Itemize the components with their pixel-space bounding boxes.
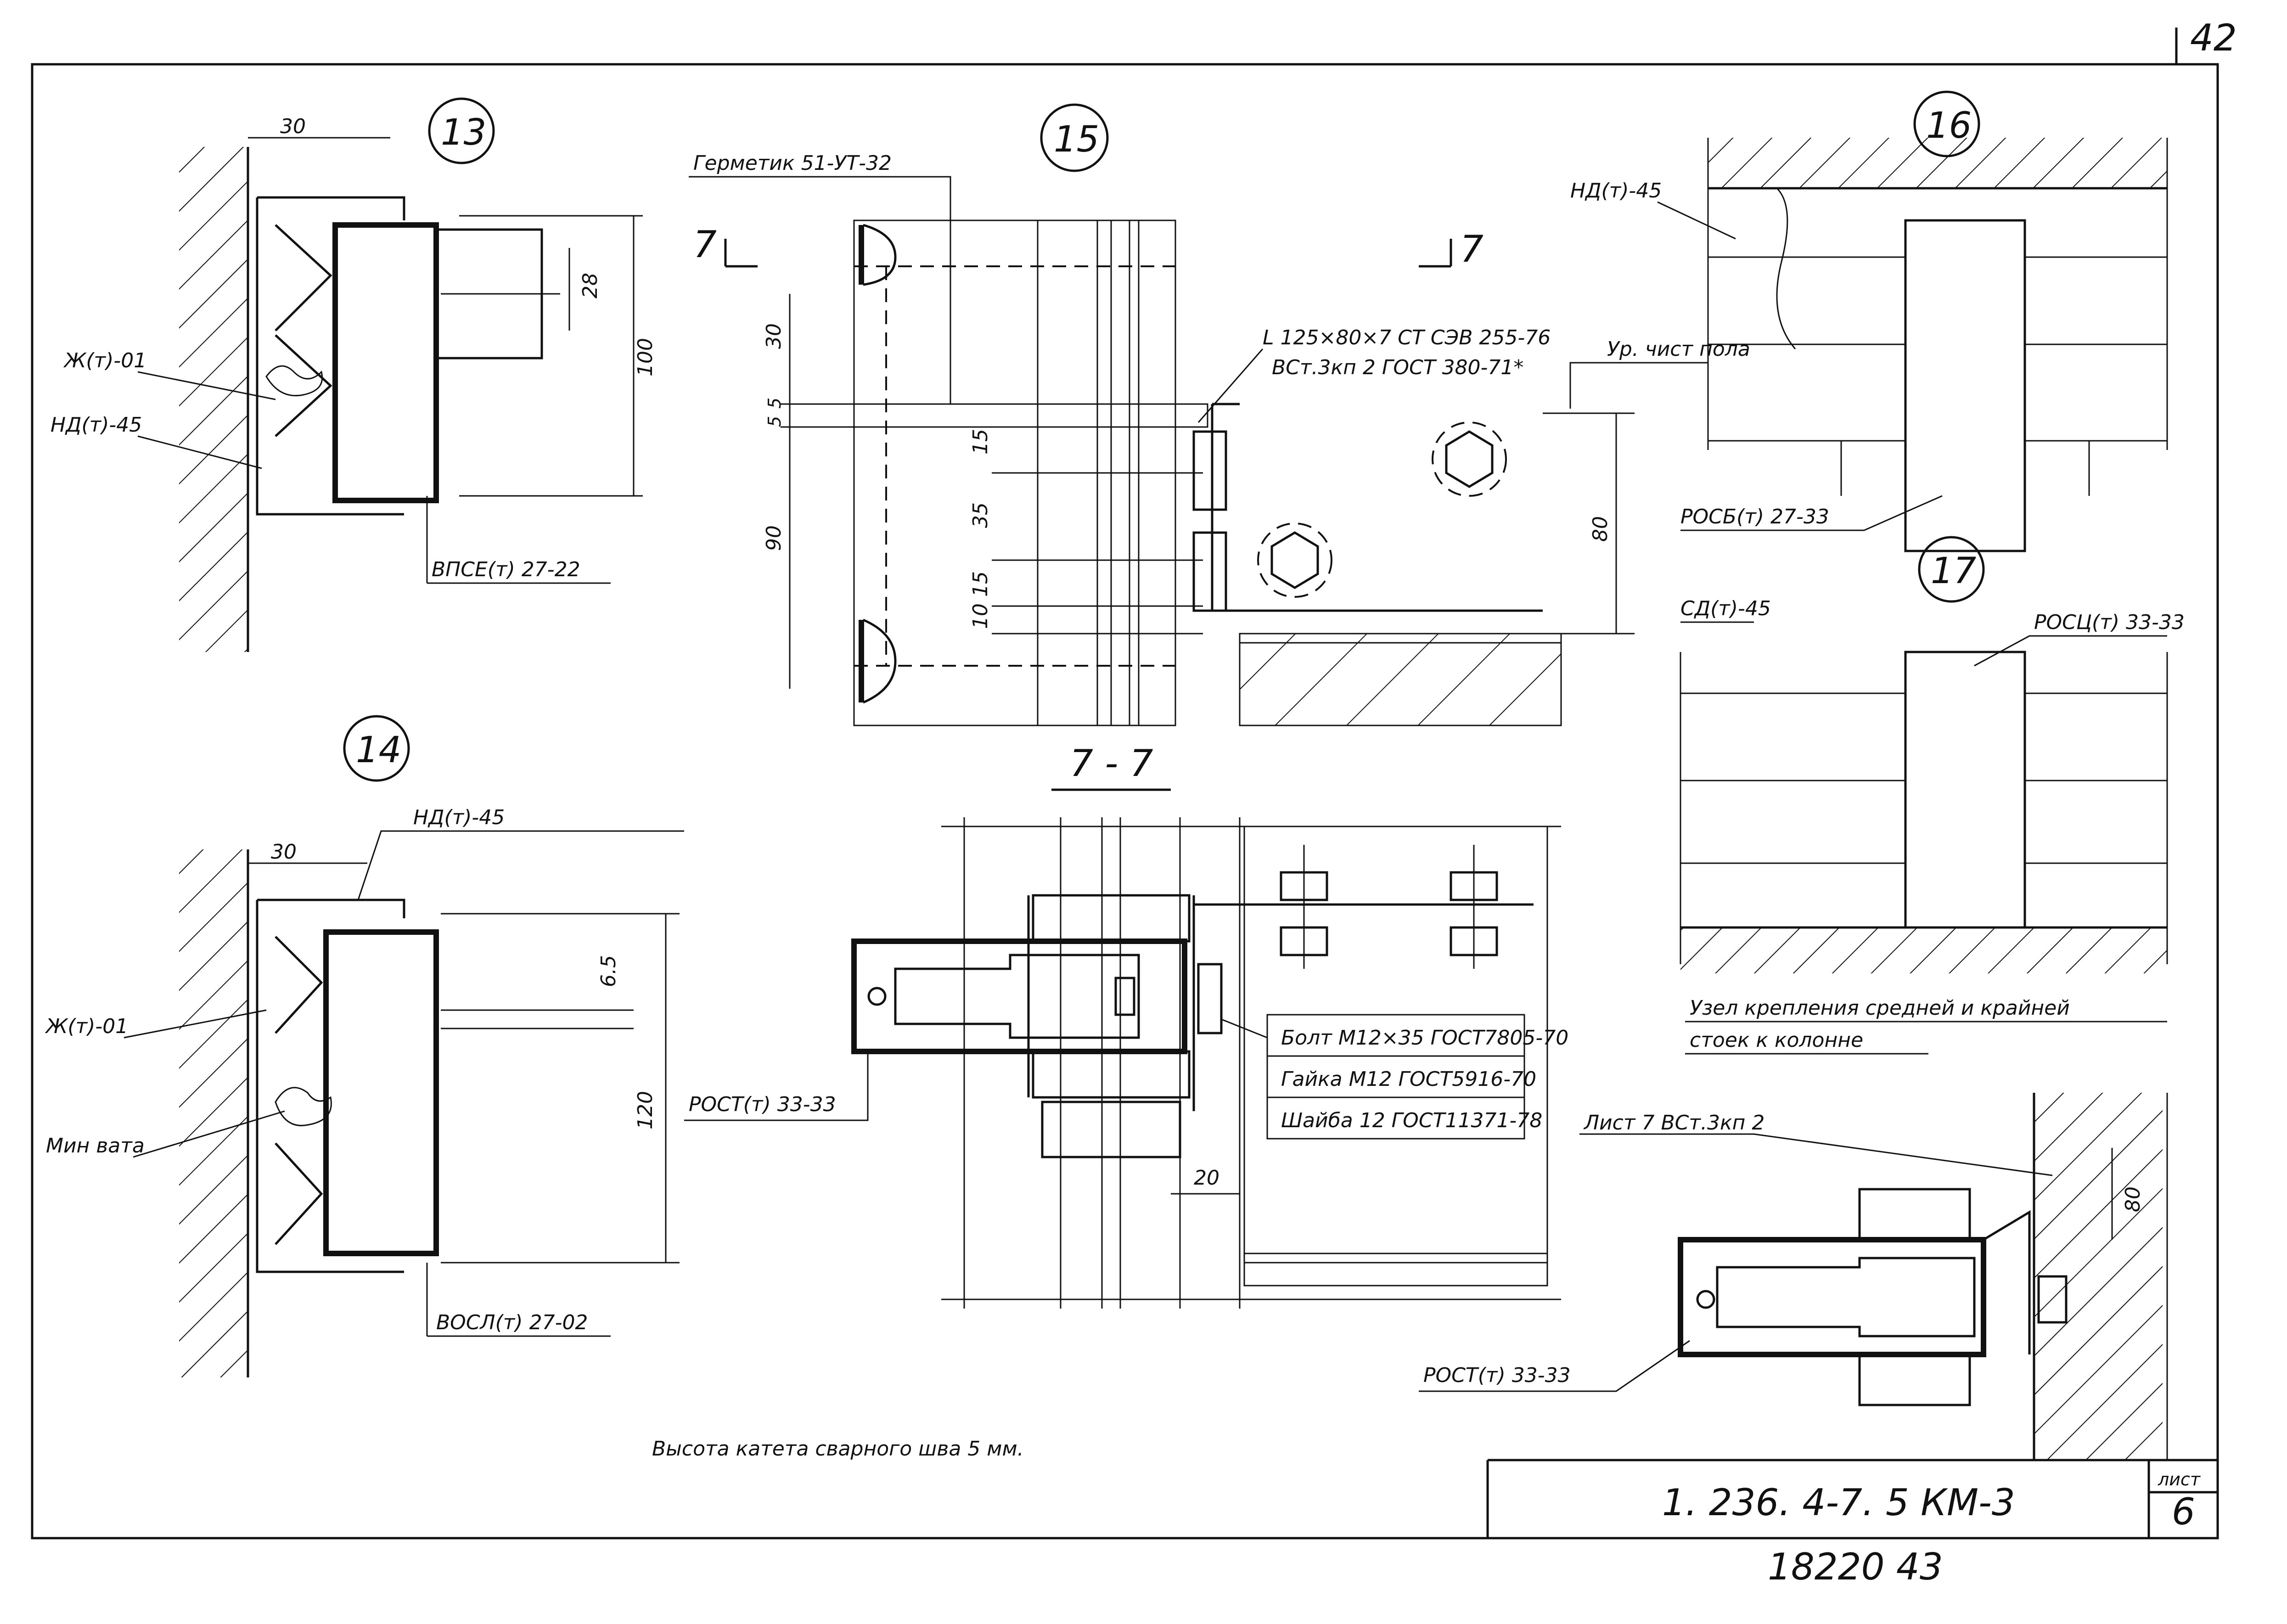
title-block: 1. 236. 4-7. 5 КМ-3 лист 6 [1486,1459,2218,1538]
node-13-wall-hatch [179,147,248,652]
node-16: 16 НД(т)-45 РОСБ(т) 27-33 [1570,90,2168,552]
node-13-dim-30: 30 [280,115,306,138]
node-15-mark: 15 [1054,119,1099,160]
node-br-label-rost: РОСТ(т) 33-33 [1423,1364,1571,1387]
section-7-7-label-rost: РОСТ(т) 33-33 [689,1093,836,1116]
section-7-7-bolt: Болт М12×35 ГОСТ7805-70 [1281,1026,1568,1050]
node-15-cut-right: 7 [1460,228,1483,270]
node-17-caption2: стоек к колонне [1690,1028,1863,1052]
node-13-inner-profile [332,222,439,503]
node-15-angle [1211,403,1543,612]
node-15: 15 Герметик 51-УТ-32 7 7 30 5 5 90 [689,103,1750,726]
node-15-dim-35: 35 [969,502,992,528]
node-17-label-rosc: РОСЦ(т) 33-33 [2034,611,2185,634]
node-14-label-profile: ВОСЛ(т) 27-02 [436,1311,588,1334]
node-13-label-zh: Ж(т)-01 [63,349,146,372]
title-sheet-number: 6 [2172,1490,2195,1533]
node-15-label-angle2: ВСт.3кп 2 ГОСТ 380-71* [1272,356,1523,379]
node-15-label-angle1: L 125×80×7 СТ СЭВ 255-76 [1263,326,1551,349]
node-br-label-sheet: Лист 7 ВСт.3кп 2 [1583,1111,1764,1135]
node-13-dim-28: 28 [579,273,602,298]
node-14: 14 30 НД(т)-45 6.5 120 Ж(т)-01 Мин вата … [45,715,684,1377]
node-15-label-floor: Ур. чист пола [1607,337,1750,361]
title-designation: 1. 236. 4-7. 5 КМ-3 [1662,1481,2015,1524]
section-7-7-dim-20: 20 [1194,1166,1219,1190]
node-17-caption1: Узел крепления средней и крайней [1690,996,2070,1020]
section-7-7-nut: Гайка М12 ГОСТ5916-70 [1281,1068,1536,1091]
node-17-mark: 17 [1931,551,1976,592]
node-15-dim-30: 30 [762,323,786,349]
node-14-mark-circle [343,715,410,782]
node-14-label-zh: Ж(т)-01 [45,1015,128,1038]
section-7-7: 7 - 7 РОСТ(т) 33-33 Болт М12×35 ГОСТ7 [684,742,1568,1309]
archive-number: 18220 43 [1768,1545,1943,1588]
sheet-frame [31,63,2219,1540]
node-15-cut-left: 7 [693,223,717,266]
node-14-outer-profile [256,899,405,1273]
node-14-label-nd: НД(т)-45 [413,806,505,829]
node-br-post [1678,1237,1986,1357]
node-15-dim-10: 10 [969,603,992,629]
node-13-mark: 13 [441,112,486,153]
section-7-7-washer: Шайба 12 ГОСТ11371-78 [1281,1109,1542,1132]
node-14-dim-30: 30 [271,840,297,864]
node-13-mark-circle [428,97,495,164]
node-13-label-profile: ВПСЕ(т) 27-22 [432,558,580,581]
node-16-label-rosb: РОСБ(т) 27-33 [1680,505,1829,528]
node-17-floor-hatch [1680,927,2167,973]
node-bottom-right: Лист 7 ВСт.3кп 2 80 РОСТ(т) 33-33 [1419,1093,2168,1460]
corner-number: 42 [2190,17,2237,59]
node-14-mark: 14 [356,730,401,771]
node-15-dim-5b: 5 [764,416,785,427]
node-14-inner-profile [323,929,439,1256]
node-15-mark-circle [1040,103,1109,172]
node-16-ceiling-hatch [1708,138,2167,188]
node-13-dim-100: 100 [634,338,657,376]
node-14-wall-hatch [179,849,248,1377]
node-16-label-nd: НД(т)-45 [1570,179,1662,202]
node-br-dim-80: 80 [2121,1186,2145,1212]
node-15-dim-15b: 15 [969,571,992,597]
section-7-7-title: 7 - 7 [1070,742,1153,785]
title-sheet-label: лист [2158,1469,2201,1489]
weld-note: Высота катета сварного шва 5 мм. [652,1437,1024,1461]
node-15-label-germ: Герметик 51-УТ-32 [693,152,892,175]
node-13: 13 30 28 100 Ж(т)-01 НД(т)-45 ВПСЕ(т) 27… [51,97,657,652]
node-15-dim-15: 15 [969,429,992,455]
node-15-dim-90: 90 [762,525,786,551]
section-7-7-angle [1192,903,1534,1111]
node-13-label-nd: НД(т)-45 [51,413,142,437]
node-15-dim-5a: 5 [764,398,785,409]
node-13-outer-profile [256,196,405,516]
node-15-dim-80: 80 [1589,516,1612,542]
node-14-dim-120: 120 [634,1091,657,1129]
node-15-floor [1240,634,1561,725]
node-17-label-sd: СД(т)-45 [1680,597,1771,620]
node-17: 17 СД(т)-45 РОСЦ(т) 33-33 Узел крепления… [1680,536,2185,1055]
node-14-dim-65: 6.5 [597,955,620,987]
node-17-mark-circle [1918,536,1985,603]
node-14-label-min: Мин вата [46,1134,145,1158]
section-7-7-post [851,938,1187,1054]
